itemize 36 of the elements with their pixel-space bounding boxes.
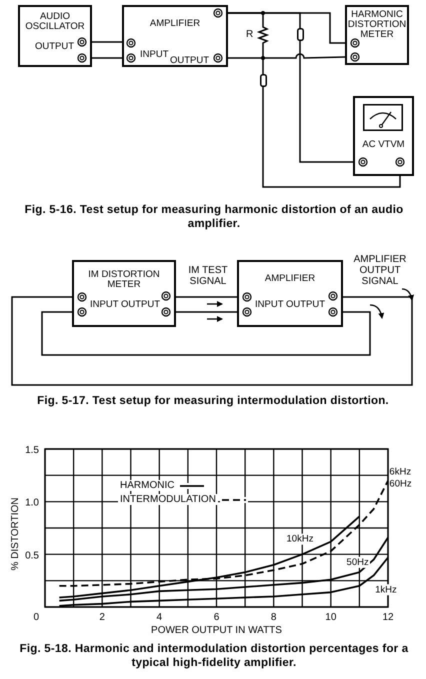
figure-caption: Fig. 5-16. Test setup for measuring harmonic distortion of an audio amplifier. — [24, 203, 404, 231]
series-label: 50Hz — [346, 556, 369, 568]
port-label: INPUT — [255, 300, 284, 310]
tick-label: 10 — [325, 612, 336, 623]
tick-label: 4 — [156, 612, 162, 623]
tick-label: 12 — [382, 612, 394, 623]
box-title: IM DISTORTION METER — [87, 270, 161, 290]
port-label: OUTPUT — [34, 42, 74, 52]
port-label: INPUT — [90, 300, 120, 310]
box-title: AMPLIFIER — [264, 274, 316, 284]
tick-label: 8 — [270, 612, 276, 623]
tick-label: 1.5 — [25, 445, 39, 456]
box-title: AC VTVM — [361, 140, 406, 150]
tick-label: 6 — [214, 612, 220, 623]
component-label: R — [246, 29, 254, 40]
legend-label: INTERMODULATION — [118, 494, 218, 505]
box-title: AUDIO OSCILLATOR — [24, 12, 86, 32]
port-label: OUTPUT — [121, 300, 159, 310]
series-label: 6kHz 60Hz — [389, 466, 412, 490]
signal-label: AMPLIFIER OUTPUT SIGNAL — [352, 254, 408, 287]
figure-caption: Fig. 5-18. Harmonic and intermodulation distortion percentages for a typical high-fidelity amplifier. — [18, 642, 410, 670]
box-title: AMPLIFIER — [148, 19, 202, 29]
port-label: OUTPUT — [286, 300, 325, 310]
signal-label: IM TEST SIGNAL — [187, 265, 229, 287]
axis-title: POWER OUTPUT IN WATTS — [151, 625, 282, 636]
tick-label: 2 — [99, 612, 105, 623]
tick-label: 1.0 — [25, 498, 39, 509]
tick-label: 0 — [33, 612, 39, 623]
figure-caption: Fig. 5-17. Test setup for measuring intermodulation distortion. — [36, 394, 390, 408]
axis-title: % DISTORTION — [10, 498, 21, 570]
box-title: HARMONIC DISTORTION METER — [347, 10, 407, 40]
port-label: OUTPUT — [168, 56, 209, 66]
tick-label: 0.5 — [25, 550, 39, 562]
series-label: 10kHz — [286, 534, 314, 545]
series-label: 1kHz — [375, 584, 397, 596]
legend-label: HARMONIC — [118, 480, 176, 491]
